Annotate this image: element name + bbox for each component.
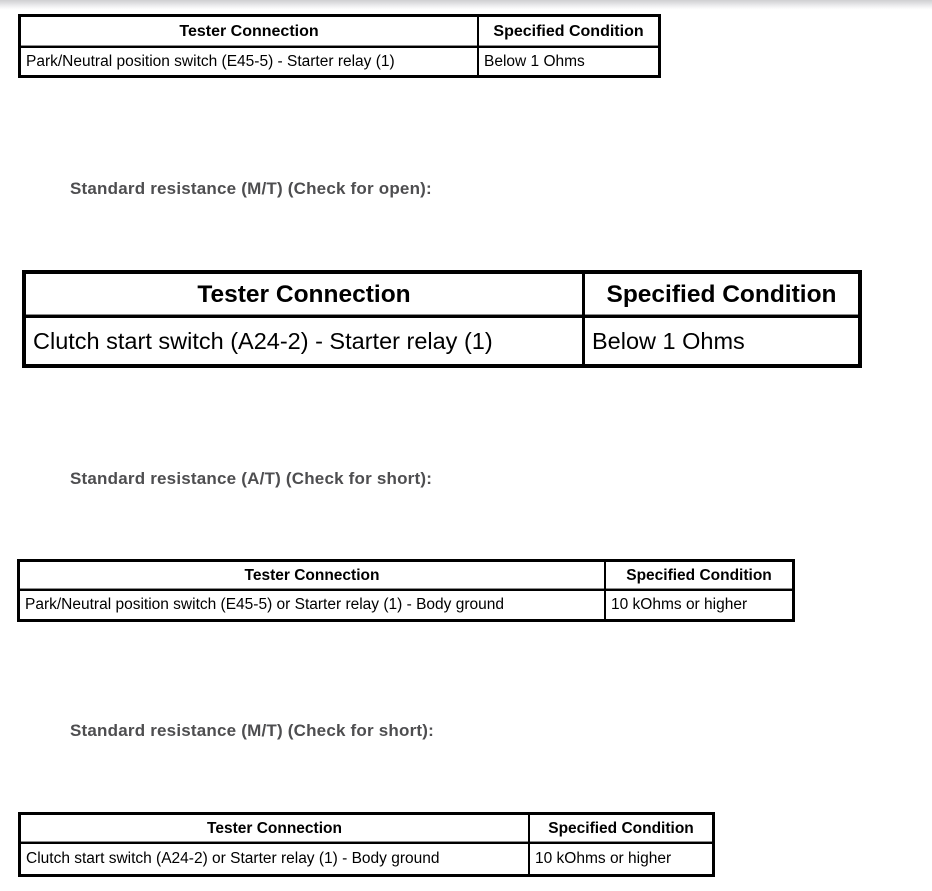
table-data-cell: 10 kOhms or higher	[535, 850, 672, 867]
table-header-row: Tester Connection Specified Condition	[26, 274, 858, 318]
table-header-cell: Specified Condition	[493, 22, 644, 40]
table-data-cell: Clutch start switch (A24-2) or Starter r…	[21, 844, 530, 874]
table-data-cell: Below 1 Ohms	[592, 327, 745, 354]
table-header-cell: Tester Connection	[20, 562, 606, 589]
table-header-cell: Specified Condition	[548, 819, 694, 837]
table-row: Clutch start switch (A24-2) - Starter re…	[26, 318, 858, 364]
table-data-cell: Park/Neutral position switch (E45-5) - S…	[21, 48, 479, 75]
section-heading: Standard resistance (M/T) (Check for ope…	[70, 179, 432, 198]
spec-table-mt-check-open: Tester Connection Specified Condition Cl…	[22, 270, 862, 368]
spec-table-mt-check-short: Tester Connection Specified Condition Cl…	[18, 812, 715, 877]
table-data-cell: Below 1 Ohms	[484, 52, 585, 70]
table-header-cell: Tester Connection	[21, 815, 530, 842]
table-header-row: Tester Connection Specified Condition	[21, 17, 658, 48]
table-row: Park/Neutral position switch (E45-5) - S…	[21, 48, 658, 75]
table-data-cell: 10 kOhms or higher	[611, 596, 748, 613]
spec-table-at-check-open: Tester Connection Specified Condition Pa…	[18, 14, 661, 78]
table-data-cell: Clutch start switch (A24-2) - Starter re…	[26, 318, 585, 364]
table-data-cell: Park/Neutral position switch (E45-5) or …	[20, 591, 606, 619]
table-header-cell: Specified Condition	[626, 566, 772, 584]
table-header-row: Tester Connection Specified Condition	[20, 562, 792, 591]
table-header-cell: Tester Connection	[26, 274, 585, 315]
section-heading: Standard resistance (M/T) (Check for sho…	[70, 721, 434, 740]
table-row: Park/Neutral position switch (E45-5) or …	[20, 591, 792, 619]
section-heading: Standard resistance (A/T) (Check for sho…	[70, 469, 433, 488]
table-header-cell: Specified Condition	[606, 280, 837, 308]
table-header-row: Tester Connection Specified Condition	[21, 815, 712, 844]
table-header-cell: Tester Connection	[21, 17, 479, 46]
table-row: Clutch start switch (A24-2) or Starter r…	[21, 844, 712, 874]
top-scroll-shadow	[0, 0, 932, 10]
spec-table-at-check-short: Tester Connection Specified Condition Pa…	[17, 559, 795, 622]
